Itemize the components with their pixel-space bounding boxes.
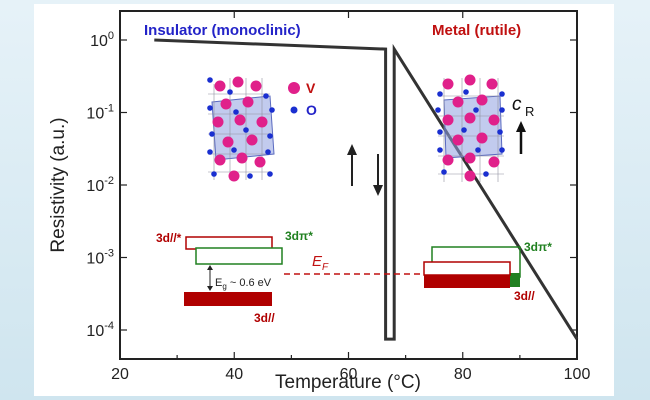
c-axis-label: c (512, 94, 522, 115)
band-gap-label: Eg ~ 0.6 eV (215, 277, 272, 291)
up-arrow-head (347, 144, 357, 155)
metal-d-parallel-label: 3d// (514, 289, 535, 303)
fermi-level-label: EF (312, 253, 329, 273)
axis-ticks (119, 11, 578, 359)
x-axis-label: Temperature (°C) (275, 372, 421, 393)
y-axis-label: Resistivity (a.u.) (48, 117, 69, 252)
down-arrow-head (373, 185, 383, 196)
vanadium-label: V (306, 80, 316, 96)
d-pi-star-label: 3dπ* (285, 229, 313, 243)
d-pi-star-band (195, 247, 283, 265)
metal-d-pi-star-filled (510, 273, 520, 287)
d-parallel-label: 3d// (254, 311, 275, 325)
y-tick-label: 100 (90, 30, 114, 50)
y-tick-label: 10-1 (86, 103, 114, 123)
x-tick-label: 20 (111, 366, 129, 383)
insulator-band-diagram: 3d//* 3dπ* Eg ~ 0.6 eV 3d// (156, 229, 313, 325)
y-tick-labels: 100 10-1 10-2 10-3 10-4 (86, 30, 114, 340)
metal-band-diagram: 3dπ* 3d// (423, 240, 552, 303)
c-axis-subscript: R (525, 104, 534, 119)
d-parallel-star-band (185, 236, 273, 250)
oxygen-marker (290, 106, 298, 114)
metal-phase-label: Metal (rutile) (432, 22, 521, 39)
x-tick-labels: 20 40 60 80 100 (111, 366, 590, 383)
y-tick-label: 10-2 (86, 175, 114, 195)
fermi-level: EF (284, 253, 426, 275)
figure-panel: 20 40 60 80 100 100 10-1 10-2 10-3 10-4 … (34, 4, 614, 396)
resistivity-curve (154, 38, 579, 341)
d-parallel-star-label: 3d//* (156, 231, 182, 245)
c-axis-indicator: c R (512, 94, 534, 154)
x-tick-label: 100 (564, 366, 591, 383)
insulator-phase-label: Insulator (monoclinic) (144, 22, 301, 39)
metal-d-parallel-empty (423, 261, 511, 276)
atom-legend: V O (288, 80, 317, 118)
metal-d-pi-star-label: 3dπ* (524, 240, 552, 254)
x-tick-label: 80 (454, 366, 472, 383)
x-tick-label: 40 (225, 366, 243, 383)
plot-frame (119, 10, 578, 360)
rutile-crystal-illustration (435, 74, 505, 182)
vanadium-marker (288, 82, 300, 94)
resistivity-chart: 20 40 60 80 100 100 10-1 10-2 10-3 10-4 … (48, 10, 590, 393)
metal-d-parallel-filled (424, 275, 510, 288)
c-axis-arrow-head (516, 121, 526, 132)
y-tick-label: 10-4 (86, 320, 114, 340)
monoclinic-crystal-illustration (207, 76, 275, 182)
d-parallel-band (184, 292, 272, 306)
heating-cooling-arrows (347, 144, 383, 196)
y-tick-label: 10-3 (86, 248, 114, 268)
oxygen-label: O (306, 102, 317, 118)
x-tick-label: 60 (340, 366, 358, 383)
